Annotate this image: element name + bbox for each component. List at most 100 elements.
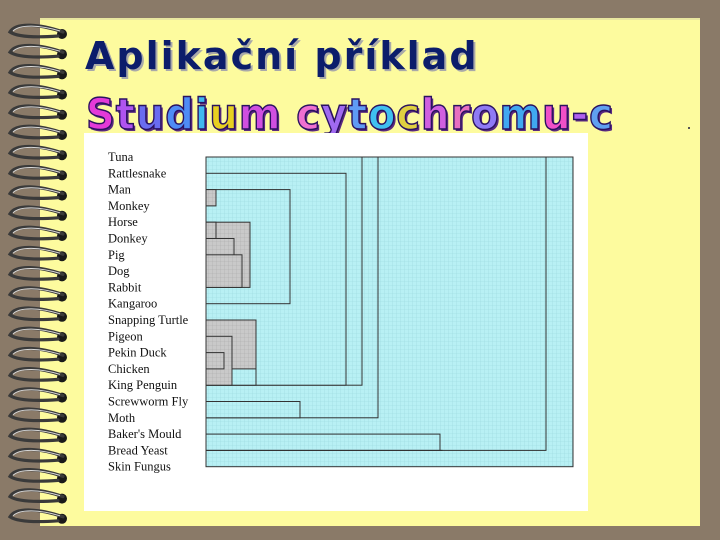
binder-ring xyxy=(7,23,65,39)
subtitle-letter: m xyxy=(238,89,282,141)
binder-ring xyxy=(7,488,65,503)
binder-ring xyxy=(7,407,65,423)
binder-ring-highlight xyxy=(12,510,61,517)
subtitle-letter: S xyxy=(85,89,116,141)
binder-ring-highlight xyxy=(12,308,61,315)
binder-ring-highlight xyxy=(12,449,61,456)
subtitle-letter: c xyxy=(296,89,321,141)
binder-ring xyxy=(7,326,65,342)
cluster-primates xyxy=(205,189,217,207)
species-label: Dog xyxy=(108,264,130,278)
binder-ring xyxy=(7,447,65,463)
binder-ring-highlight xyxy=(12,167,61,173)
binder-ring-highlight xyxy=(12,409,61,416)
binder-ring-highlight xyxy=(12,45,61,52)
clade-yeasts xyxy=(205,433,441,451)
slide-subtitle: Studium cytochromu-c xyxy=(85,89,614,141)
binder-ring xyxy=(7,245,65,261)
species-label: Chicken xyxy=(108,362,150,376)
binder-ring xyxy=(7,144,65,160)
subtitle-letter: r xyxy=(450,89,472,141)
binder-ring-highlight xyxy=(12,106,61,113)
binder-ring xyxy=(7,346,65,362)
species-label: Bread Yeast xyxy=(108,443,168,457)
binder-ring-highlight xyxy=(12,66,61,72)
subtitle-letter: u xyxy=(209,89,239,141)
binder-ring xyxy=(7,43,65,59)
subtitle-letter: y xyxy=(320,89,348,141)
cluster-duck-chicken xyxy=(205,352,225,370)
stray-dot xyxy=(688,127,690,129)
binder-ring xyxy=(7,286,65,301)
species-label: Donkey xyxy=(108,232,148,246)
binder-ring xyxy=(7,468,65,483)
binder-ring xyxy=(7,508,65,524)
binder-ring-highlight xyxy=(12,389,61,396)
binder-ring-highlight xyxy=(12,470,61,476)
species-label: Snapping Turtle xyxy=(108,313,189,327)
species-label: Pigeon xyxy=(108,329,143,343)
species-label: Screwworm Fly xyxy=(108,395,189,409)
species-label: King Penguin xyxy=(108,378,178,392)
subtitle-letter: c xyxy=(396,89,422,141)
binder-ring-highlight xyxy=(12,348,61,355)
subtitle-letter: t xyxy=(347,89,368,141)
species-label: Baker's Mould xyxy=(108,427,182,441)
binder-ring xyxy=(7,427,65,443)
subtitle-letter: c xyxy=(588,89,614,141)
binder-ring xyxy=(7,84,65,99)
binder-ring-highlight xyxy=(12,429,61,436)
subtitle-letter: m xyxy=(499,89,543,141)
binder-ring-highlight xyxy=(12,268,61,274)
subtitle-letter: o xyxy=(470,89,500,141)
binder-ring xyxy=(7,64,65,79)
species-label: Horse xyxy=(108,215,138,229)
binder-ring-highlight xyxy=(12,86,61,93)
subtitle-letter: u xyxy=(135,89,166,141)
subtitle-letter: o xyxy=(367,89,397,141)
binder-ring-highlight xyxy=(12,328,61,335)
binder-ring-highlight xyxy=(12,369,61,375)
binder-ring xyxy=(7,165,65,180)
species-label: Man xyxy=(108,183,132,197)
binder-ring xyxy=(7,124,65,140)
binder-ring-highlight xyxy=(12,146,61,153)
species-label: Pig xyxy=(108,248,125,262)
subtitle-letter: d xyxy=(165,89,195,141)
subtitle-letter: i xyxy=(194,89,210,141)
subtitle-letter: u xyxy=(541,89,572,141)
binder-ring xyxy=(7,185,65,200)
species-label: Skin Fungus xyxy=(108,460,171,474)
slide-title: Aplikační příklad xyxy=(85,34,479,78)
species-label: Rabbit xyxy=(108,280,142,294)
species-label: Tuna xyxy=(108,150,134,164)
species-label: Moth xyxy=(108,411,136,425)
binder-ring xyxy=(7,367,65,382)
binder-ring-highlight xyxy=(12,247,61,254)
subtitle-letter: h xyxy=(420,89,451,141)
subtitle-letter: - xyxy=(571,89,590,141)
species-label: Monkey xyxy=(108,199,150,213)
binder-ring xyxy=(7,104,65,120)
cluster-horse-donkey xyxy=(205,221,217,239)
subtitle-letter: t xyxy=(115,89,136,141)
binder-ring-highlight xyxy=(12,227,61,234)
binder-ring-highlight xyxy=(12,490,61,497)
binder-ring-highlight xyxy=(12,187,61,194)
clade-insects xyxy=(205,401,301,419)
binder-ring-highlight xyxy=(12,126,61,133)
binder-ring xyxy=(7,306,65,322)
binder-ring xyxy=(7,225,65,241)
binder-ring xyxy=(7,266,65,281)
species-label: Pekin Duck xyxy=(108,346,167,360)
cluster-dog-rabbit xyxy=(205,254,243,288)
binder-ring xyxy=(7,205,65,221)
binder-ring-highlight xyxy=(12,288,61,295)
binder-ring xyxy=(7,387,65,402)
binder-ring-highlight xyxy=(12,207,61,214)
species-label: Rattlesnake xyxy=(108,166,167,180)
spiral-binding xyxy=(7,23,67,524)
binder-ring-highlight xyxy=(12,25,61,32)
dendrogram: TunaRattlesnakeManMonkeyHorseDonkeyPigDo… xyxy=(108,150,574,474)
